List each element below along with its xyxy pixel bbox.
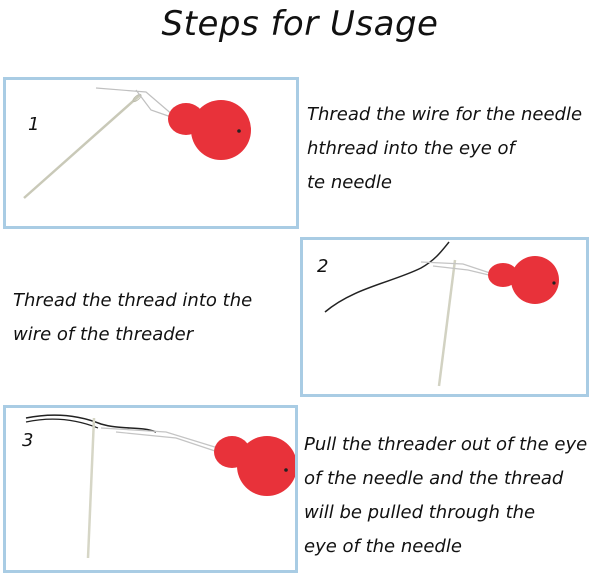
caption-line: will be pulled through the <box>304 502 536 523</box>
step-2-illustration <box>324 241 559 387</box>
needle-shape <box>23 94 141 199</box>
caption-line: of the needle and the thread <box>304 468 564 489</box>
thread-shape <box>324 241 450 313</box>
thread-shape <box>25 414 157 433</box>
step-1-number: 1 <box>28 114 40 135</box>
caption-line: eye of the needle <box>304 536 462 557</box>
caption-line: wire of the threader <box>13 324 194 345</box>
step-1-panel: 1 <box>3 77 299 229</box>
caption-line: Thread the wire for the needle <box>307 104 583 125</box>
caption-line: te needle <box>307 172 392 193</box>
step-3-caption: Pull the threader out of the eye of the … <box>304 428 594 564</box>
step-3-panel: 3 <box>3 405 298 573</box>
step-1-caption: Thread the wire for the needle hthread i… <box>307 98 597 200</box>
threader-head-shape <box>488 263 518 287</box>
caption-line: Pull the threader out of the eye <box>304 434 588 455</box>
step-1-illustration <box>23 87 251 199</box>
step-3-illustration <box>25 414 295 559</box>
step-2-number: 2 <box>317 256 329 277</box>
step-3-number: 3 <box>22 430 34 451</box>
step-2-caption: Thread the thread into the wire of the t… <box>13 284 293 352</box>
needle-shape <box>86 417 96 559</box>
step-2-panel: 2 <box>300 237 589 397</box>
threader-body-shape <box>237 436 295 496</box>
threader-body-shape <box>511 256 559 304</box>
needle-shape <box>437 259 457 387</box>
caption-line: Thread the thread into the <box>13 290 253 311</box>
page-title: Steps for Usage <box>161 4 439 44</box>
caption-line: hthread into the eye of <box>307 138 515 159</box>
threader-body-shape <box>191 100 251 160</box>
